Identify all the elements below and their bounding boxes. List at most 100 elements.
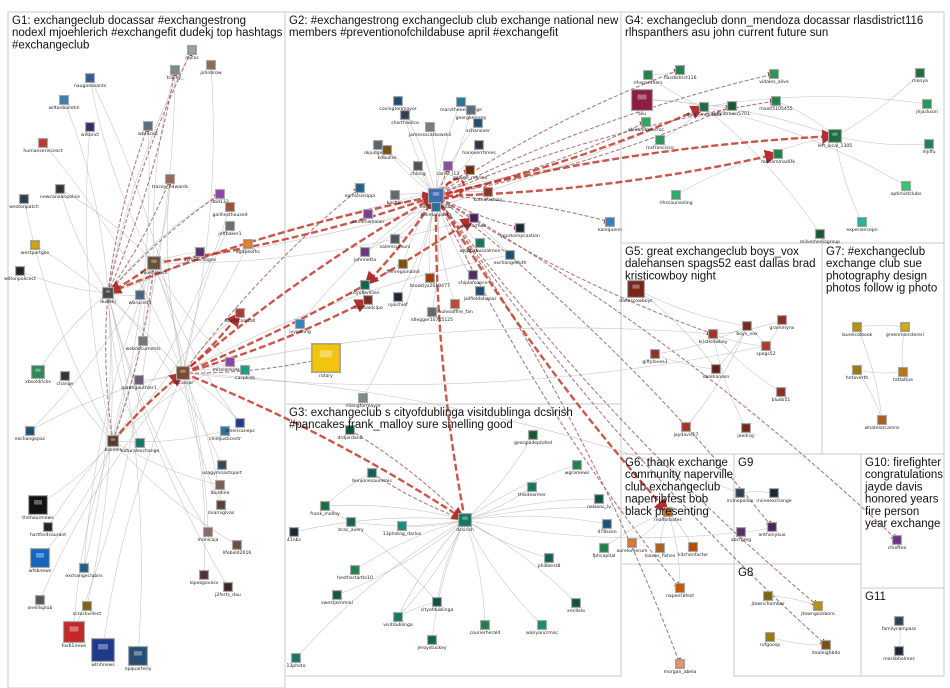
node-rlliangformayor[interactable]: rlliangformayor <box>345 392 381 409</box>
node-wfsbnews[interactable]: wfsbnews <box>29 547 52 574</box>
node-dudekj[interactable]: dudekj <box>100 286 116 305</box>
node-wbrucelt[interactable]: wbrucelt <box>138 120 158 137</box>
node-thisdearmer[interactable]: thisdearmer <box>518 481 546 498</box>
node-brac-avery[interactable]: brac_avery <box>338 516 364 533</box>
node-kristicowboy[interactable]: kristicowboy <box>699 328 728 345</box>
node-whatelarcamns[interactable]: whatelarcamns <box>864 414 900 431</box>
node-bludo51[interactable]: bludo51 <box>772 386 791 403</box>
node-alexandrelscroc[interactable]: alexandrelscroc <box>628 116 665 133</box>
node-benjonesaumrais[interactable]: benjonesaumrais <box>352 467 392 484</box>
node-dbd133[interactable]: dbd133 <box>211 188 229 205</box>
node-milvemediagroup[interactable]: milvemediagroup <box>800 228 840 245</box>
node-cityofdublinga[interactable]: cityofdublinga <box>421 596 454 613</box>
node-miamiglvas[interactable]: miamiglvas <box>208 499 235 516</box>
node-exchangeduth[interactable]: exchangeduth <box>494 249 527 266</box>
node-childjusticectr[interactable]: childjusticectr <box>209 425 241 442</box>
node-chiplamance[interactable]: chiplamance <box>458 269 488 286</box>
node-mjoehlerich[interactable]: mjoehlerich <box>140 255 168 276</box>
node-wanyancrmac[interactable]: wanyancrmac <box>526 619 559 636</box>
node-scrockvillect[interactable]: scrockvillect <box>73 600 102 617</box>
node-spags52[interactable]: spags52 <box>756 340 776 357</box>
node-phillbest8[interactable]: phillbest8 <box>538 552 561 569</box>
node-missionkidscac[interactable]: missionkidscac <box>213 356 248 373</box>
node-aurelomerum[interactable]: aurelomerum <box>616 537 648 554</box>
node-lloydsconicall[interactable]: lloydsconicall <box>225 307 256 324</box>
node-kaniquenn[interactable]: kaniquenn <box>598 216 622 233</box>
node-xcmusicsages[interactable]: xcmusicsages <box>184 246 217 263</box>
node-rlhscounseling[interactable]: rlhscounseling <box>659 189 693 206</box>
node-vidales-alive[interactable]: vidales_alive <box>759 68 789 85</box>
node-left-local-1305[interactable]: left_local_1305 <box>818 128 853 149</box>
node-rufgoosp[interactable]: rufgoosp <box>760 631 780 648</box>
node-noniealdcipo[interactable]: noniealdcipo <box>353 294 383 311</box>
node-filmregionaind[interactable]: filmregionaind <box>386 258 420 275</box>
node-yourkompcastion[interactable]: yourkompcastion <box>500 222 540 239</box>
node-xbsoldricks[interactable]: xbsoldricks <box>25 364 51 385</box>
node-jhjackson[interactable]: jhjackson <box>915 98 938 115</box>
node-wtnhnews[interactable]: wtnhnews <box>90 637 115 668</box>
node-greenmonstereri[interactable]: greenmonstereri <box>886 321 924 338</box>
node-jaydavis17[interactable]: jaydavis17 <box>673 421 699 438</box>
node-j2ferts-dau[interactable]: j2ferts_dau <box>214 581 241 598</box>
node-koteafactory[interactable]: koteafactory <box>474 186 503 203</box>
node-change[interactable]: change <box>57 370 74 387</box>
node-markbholmes[interactable]: markbholmes <box>883 645 915 662</box>
node-westportgov[interactable]: westportgov <box>21 239 50 256</box>
node-familycompass[interactable]: familycompass <box>882 615 917 632</box>
node-rlhspanthers[interactable]: rlhspanthers <box>634 69 664 86</box>
node-swestjemmini[interactable]: swestjemmini <box>321 589 353 606</box>
node-monya[interactable]: monya <box>912 67 928 84</box>
node-chiefteo[interactable]: chiefteo <box>888 534 907 551</box>
node-giftyloves3[interactable]: giftyloves3 <box>642 348 668 365</box>
node-donn-mendoza[interactable]: donn_mendoza <box>686 101 722 118</box>
node-wgramews[interactable]: wgramews <box>565 459 590 476</box>
node-experiencepn[interactable]: experiencepn <box>846 216 878 233</box>
node-rlasdistrict116[interactable]: rlasdistrict116 <box>663 64 697 81</box>
node-max05105455[interactable]: max05105455 <box>759 95 793 112</box>
node-thehourmews[interactable]: thehourmews <box>22 494 54 521</box>
node-humanservicesct[interactable]: humanservicesct <box>23 137 63 154</box>
node-bsolder[interactable]: bsolder <box>104 434 122 453</box>
node-aarongauthier1[interactable]: aarongauthier1 <box>121 374 157 391</box>
node-jtowngozsboro[interactable]: jtowngozsboro <box>800 600 835 617</box>
node-njoichief[interactable]: njoichief <box>388 291 408 308</box>
node-johnbrow[interactable]: johnbrow <box>199 59 222 76</box>
node-monicaja[interactable]: monicaja <box>198 526 219 543</box>
node-webdocuments[interactable]: webdocuments <box>125 335 161 352</box>
node-fphcapital[interactable]: fphcapital <box>593 542 616 559</box>
node-cityofbvillian[interactable]: cityofbvillian <box>350 279 380 296</box>
node-jeroystuckey[interactable]: jeroystuckey <box>416 634 447 651</box>
node-naperribfest[interactable]: naperribfest <box>666 582 694 599</box>
node-tracey-[interactable]: tracey_ <box>167 64 185 81</box>
node-atopbabussalmon[interactable]: atopbabussalmon <box>460 237 501 254</box>
node-gailhesthoused[interactable]: gailhesthoused <box>213 201 248 218</box>
node-covingtonmayor[interactable]: covingtonmayor <box>379 95 417 112</box>
node-exmississippi[interactable]: exmississippi <box>345 182 375 199</box>
node-frank-malloy[interactable]: frank_malloy <box>310 500 340 517</box>
node-shorthwillco[interactable]: shorthwillco <box>391 109 419 126</box>
node-xmillelo[interactable]: xmillelo <box>567 597 585 614</box>
node-lifebold2016[interactable]: lifebold2016 <box>223 539 252 556</box>
node-janharmon[interactable]: janharmon <box>461 212 487 229</box>
node-wiltonct[interactable]: wiltonct <box>81 121 99 138</box>
node-loaves-fishes[interactable]: loaves_fishes <box>645 542 676 559</box>
node-dcsirish[interactable]: dcsirish <box>456 512 474 533</box>
node-docassar[interactable]: docassar <box>173 365 194 386</box>
node-naugaeasants[interactable]: naugaeasants <box>74 72 107 89</box>
node-xchanover[interactable]: xchanover <box>466 117 490 134</box>
node-newcanaanpolice[interactable]: newcanaanpolice <box>40 183 80 200</box>
node-fox61news[interactable]: fox61news <box>62 620 87 649</box>
node-npquarterly[interactable]: npquarterly <box>125 645 152 672</box>
node-morgan-abela[interactable]: morgan_abela <box>664 658 697 675</box>
node-optimistclubs[interactable]: optimistclubs <box>891 180 922 197</box>
node-abcfgreg[interactable]: abcfgreg <box>731 526 751 543</box>
node-irvineexchange[interactable]: irvineexchange <box>756 487 792 504</box>
node-tracey-edwards[interactable]: tracey_edwards <box>152 173 189 190</box>
node-naturalexchange[interactable]: naturalexchange <box>121 437 160 454</box>
node-visitdublinga[interactable]: visitdublinga <box>383 611 413 628</box>
node-georgiadeptofed[interactable]: georgiadeptofed <box>514 429 552 446</box>
node-george-merino[interactable]: george_merino <box>453 164 488 181</box>
node-dallascowboys[interactable]: dallascowboys <box>619 279 653 304</box>
node-msfrancisco[interactable]: msfrancisco <box>646 134 674 151</box>
node-usagymnastsport[interactable]: usagymnastsport <box>202 459 242 476</box>
